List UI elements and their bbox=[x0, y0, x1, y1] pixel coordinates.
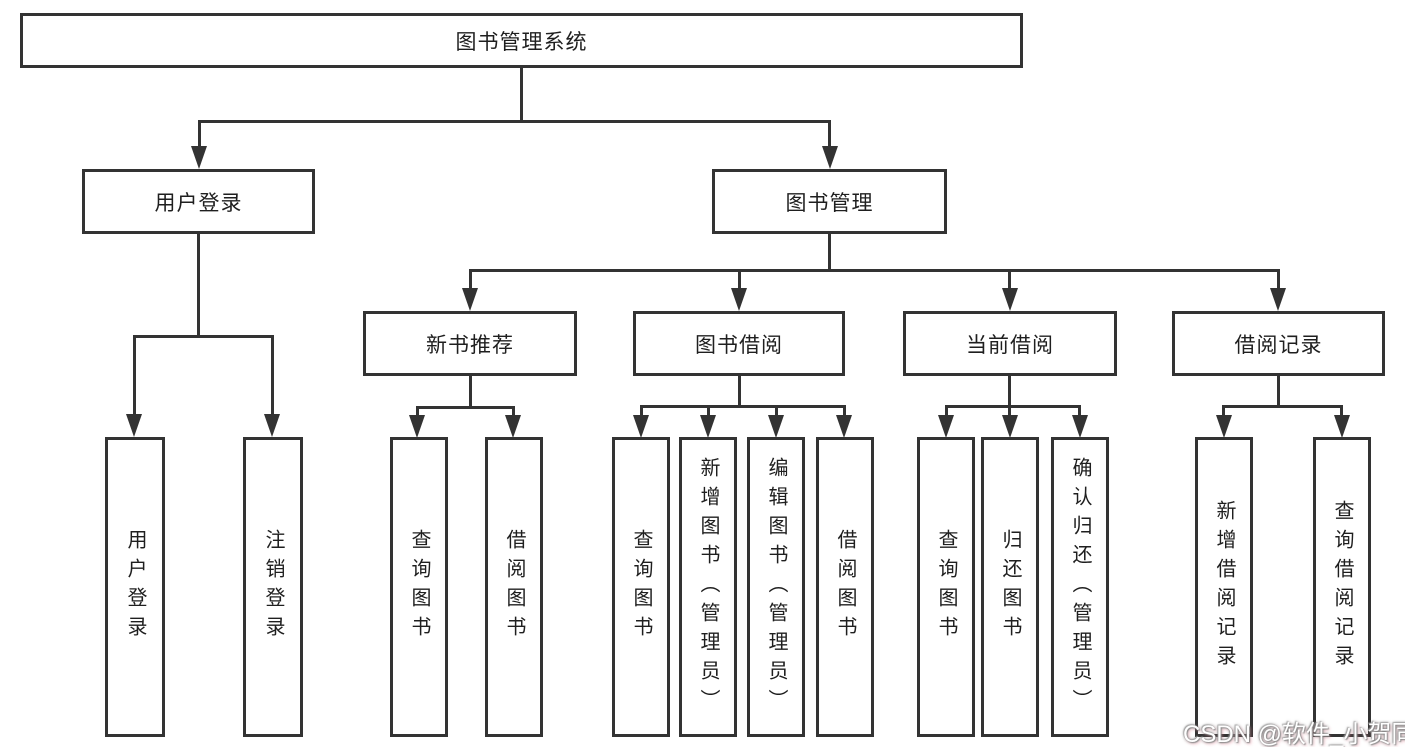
node-bb-borrow-book-label: 借阅图书 bbox=[834, 529, 856, 645]
arrowhead-cb-query bbox=[938, 415, 954, 438]
connector-cb-bar bbox=[945, 405, 1081, 408]
node-leaf-user-login-label: 用户登录 bbox=[124, 529, 146, 645]
node-cb-confirm-return: 确认归还（管理员） bbox=[1051, 437, 1109, 737]
connector-br-bar bbox=[1222, 405, 1343, 408]
arrowhead-leaf-login bbox=[126, 414, 142, 437]
node-br-query-record: 查询借阅记录 bbox=[1313, 437, 1371, 737]
connector-user-login-stem bbox=[198, 120, 201, 148]
node-user-login-label: 用户登录 bbox=[154, 191, 243, 215]
connector-book-borrow-stem bbox=[738, 269, 741, 290]
node-nb-borrow-book: 借阅图书 bbox=[485, 437, 543, 737]
node-cb-return-book: 归还图书 bbox=[981, 437, 1039, 737]
connector-cb-query-stem bbox=[945, 405, 948, 417]
node-nb-query-book-label: 查询图书 bbox=[408, 529, 430, 645]
node-bb-query-book: 查询图书 bbox=[612, 437, 670, 737]
arrowhead-book-borrow bbox=[731, 288, 747, 311]
node-leaf-logout: 注销登录 bbox=[243, 437, 303, 737]
node-br-query-record-label: 查询借阅记录 bbox=[1331, 500, 1353, 674]
connector-nb-stem bbox=[469, 376, 472, 409]
arrowhead-cb-return bbox=[1002, 415, 1018, 438]
arrowhead-br-query bbox=[1334, 415, 1350, 438]
arrowhead-new-book bbox=[462, 288, 478, 311]
connector-nb-query-stem bbox=[416, 406, 419, 417]
connector-leaf-logout-stem bbox=[271, 335, 274, 415]
connector-cb-stem bbox=[1008, 376, 1011, 407]
node-cb-query-book: 查询图书 bbox=[917, 437, 975, 737]
connector-login-branch-stem bbox=[197, 234, 200, 337]
connector-login-branch-bar bbox=[133, 335, 274, 338]
node-user-login: 用户登录 bbox=[82, 169, 315, 234]
node-borrow-records: 借阅记录 bbox=[1172, 311, 1385, 376]
arrowhead-nb-query bbox=[409, 415, 425, 438]
node-root-label: 图书管理系统 bbox=[455, 30, 588, 54]
node-book-mgmt: 图书管理 bbox=[712, 169, 947, 234]
node-cb-query-book-label: 查询图书 bbox=[935, 529, 957, 645]
connector-br-stem bbox=[1277, 376, 1280, 407]
arrowhead-bb-edit bbox=[768, 415, 784, 438]
arrowhead-book-mgmt bbox=[822, 146, 838, 169]
connector-bb-stem bbox=[738, 376, 741, 407]
node-bb-edit-book-label: 编辑图书（管理员） bbox=[765, 456, 787, 718]
connector-bb-borrow-stem bbox=[843, 405, 846, 417]
arrowhead-leaf-logout bbox=[264, 414, 280, 437]
node-new-book-rec-label: 新书推荐 bbox=[426, 333, 514, 357]
node-bb-edit-book: 编辑图书（管理员） bbox=[747, 437, 805, 737]
node-leaf-logout-label: 注销登录 bbox=[262, 529, 284, 645]
connector-root-bar bbox=[198, 120, 831, 123]
node-bb-add-book: 新增图书（管理员） bbox=[679, 437, 737, 737]
node-bb-borrow-book: 借阅图书 bbox=[816, 437, 874, 737]
node-bb-query-book-label: 查询图书 bbox=[630, 529, 652, 645]
node-leaf-user-login: 用户登录 bbox=[105, 437, 165, 737]
connector-book-mgmt-stem bbox=[828, 120, 831, 148]
node-book-borrow-label: 图书借阅 bbox=[695, 333, 783, 357]
connector-root-stem bbox=[520, 66, 523, 121]
node-book-borrow: 图书借阅 bbox=[633, 311, 845, 376]
connector-br-add-stem bbox=[1222, 405, 1225, 417]
node-bb-add-book-label: 新增图书（管理员） bbox=[697, 456, 719, 718]
arrowhead-bb-add bbox=[700, 415, 716, 438]
watermark: CSDN @软件_小贺同学 bbox=[1183, 721, 1405, 747]
node-br-add-record-label: 新增借阅记录 bbox=[1213, 500, 1235, 674]
connector-mgmt-branch-stem bbox=[828, 234, 831, 272]
arrowhead-br-add bbox=[1216, 415, 1232, 438]
node-current-borrow-label: 当前借阅 bbox=[966, 333, 1054, 357]
arrowhead-bb-query bbox=[633, 415, 649, 438]
arrowhead-user-login bbox=[191, 146, 207, 169]
node-cb-return-book-label: 归还图书 bbox=[999, 529, 1021, 645]
connector-bb-query-stem bbox=[640, 405, 643, 417]
arrowhead-nb-borrow bbox=[505, 415, 521, 438]
connector-bb-edit-stem bbox=[775, 405, 778, 417]
connector-borrow-records-stem bbox=[1277, 269, 1280, 290]
node-borrow-records-label: 借阅记录 bbox=[1234, 333, 1323, 357]
node-nb-borrow-book-label: 借阅图书 bbox=[503, 529, 525, 645]
arrowhead-cb-confirm bbox=[1072, 415, 1088, 438]
connector-bb-add-stem bbox=[707, 405, 710, 417]
connector-new-book-stem bbox=[469, 269, 472, 290]
arrowhead-current-borrow bbox=[1002, 288, 1018, 311]
node-root: 图书管理系统 bbox=[20, 13, 1023, 68]
arrowhead-bb-borrow bbox=[836, 415, 852, 438]
connector-nb-bar bbox=[416, 406, 515, 409]
connector-current-borrow-stem bbox=[1008, 269, 1011, 290]
connector-cb-return-stem bbox=[1008, 405, 1011, 417]
node-book-mgmt-label: 图书管理 bbox=[785, 191, 874, 215]
node-cb-confirm-return-label: 确认归还（管理员） bbox=[1069, 456, 1091, 718]
connector-mgmt-branch-bar bbox=[469, 269, 1280, 272]
connector-cb-confirm-stem bbox=[1078, 405, 1081, 417]
node-nb-query-book: 查询图书 bbox=[390, 437, 448, 737]
node-current-borrow: 当前借阅 bbox=[903, 311, 1117, 376]
connector-bb-bar bbox=[640, 405, 846, 408]
node-new-book-rec: 新书推荐 bbox=[363, 311, 577, 376]
connector-br-query-stem bbox=[1340, 405, 1343, 417]
connector-leaf-login-stem bbox=[133, 335, 136, 415]
connector-nb-borrow-stem bbox=[512, 406, 515, 417]
arrowhead-borrow-records bbox=[1270, 288, 1286, 311]
node-br-add-record: 新增借阅记录 bbox=[1195, 437, 1253, 737]
